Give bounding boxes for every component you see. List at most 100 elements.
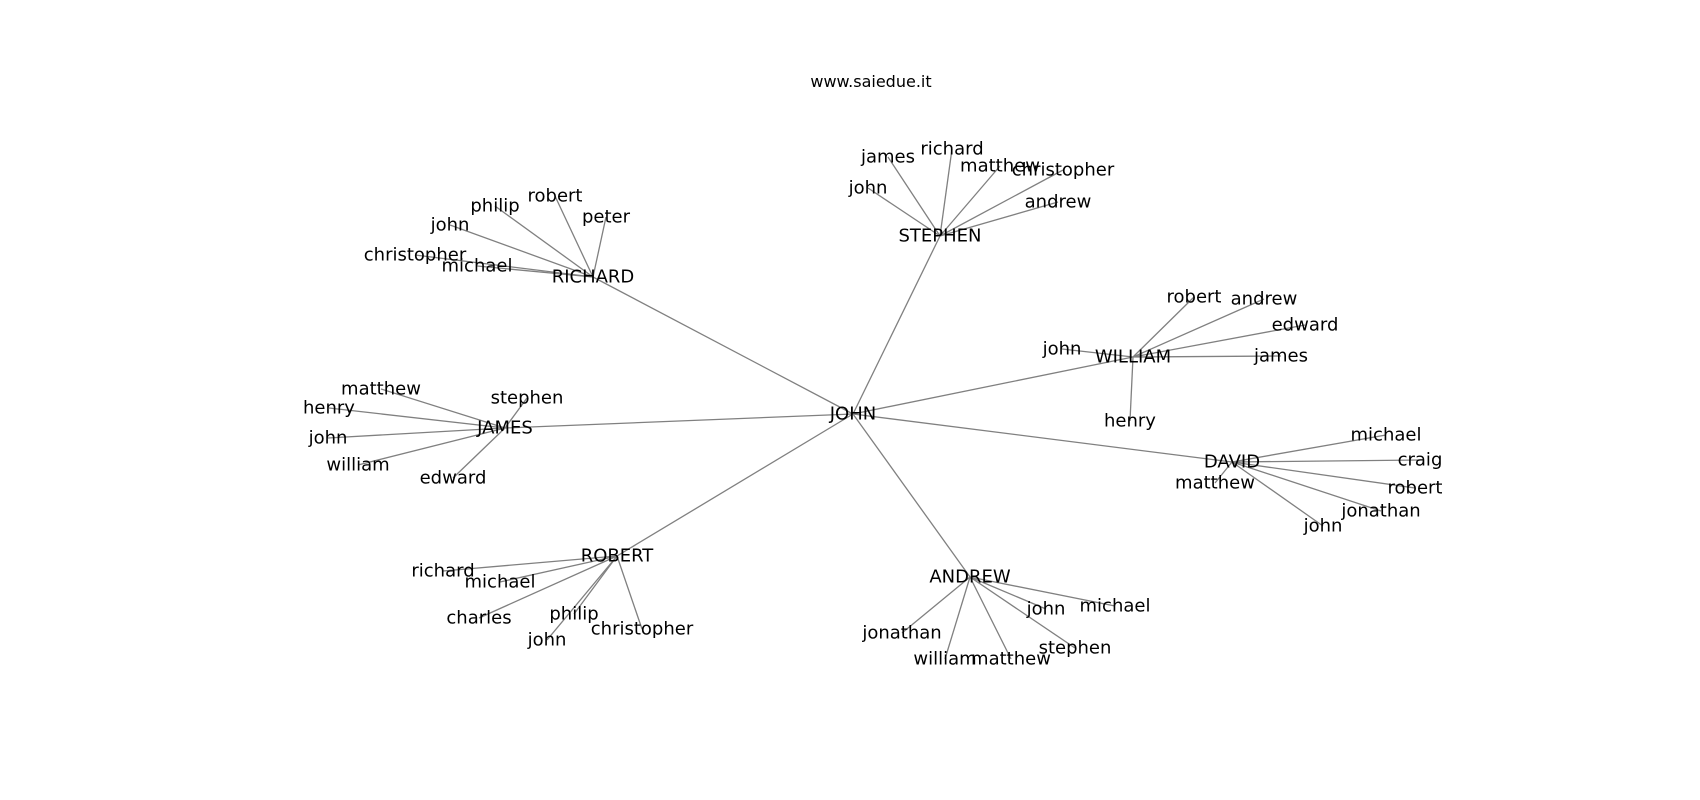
edge-robert-michael bbox=[499, 555, 618, 583]
edge-james-matthew bbox=[380, 388, 506, 429]
leaf-label-robert-philip: philip bbox=[549, 604, 598, 625]
page-title: www.saiedue.it bbox=[810, 72, 932, 91]
edge-stephen-andrew bbox=[939, 201, 1059, 237]
node-label-david: DAVID bbox=[1204, 452, 1260, 473]
leaf-label-david-robert: robert bbox=[1388, 478, 1443, 499]
node-label-stephen: STEPHEN bbox=[898, 226, 981, 247]
edge-root-andrew bbox=[852, 413, 971, 578]
leaf-label-richard-robert: robert bbox=[528, 186, 583, 207]
edge-william-james bbox=[1132, 355, 1282, 358]
edge-root-william bbox=[852, 356, 1134, 415]
leaf-label-james-john: john bbox=[308, 428, 348, 449]
edge-robert-philip bbox=[573, 555, 618, 615]
leaf-label-robert-john: john bbox=[527, 630, 567, 651]
leaf-label-james-william: william bbox=[326, 455, 389, 476]
leaf-label-stephen-christopher: christopher bbox=[1012, 160, 1115, 181]
edge-robert-charles bbox=[478, 555, 618, 619]
leaf-label-david-jonathan: jonathan bbox=[1340, 501, 1420, 522]
edge-andrew-jonathan bbox=[901, 576, 971, 634]
leaf-label-stephen-matthew: matthew bbox=[960, 156, 1040, 177]
edge-richard-robert bbox=[554, 195, 594, 278]
leaf-label-david-john: john bbox=[1303, 516, 1343, 537]
leaf-label-david-michael: michael bbox=[1351, 425, 1422, 446]
leaf-label-stephen-john: john bbox=[848, 178, 888, 199]
leaf-label-richard-john: john bbox=[430, 215, 470, 236]
leaf-label-william-andrew: andrew bbox=[1231, 289, 1298, 310]
leaf-label-david-matthew: matthew bbox=[1175, 473, 1255, 494]
leaf-label-richard-michael: michael bbox=[442, 256, 513, 277]
node-label-william: WILLIAM bbox=[1095, 347, 1171, 368]
edge-james-stephen bbox=[504, 397, 528, 429]
edge-richard-michael bbox=[476, 265, 594, 278]
edge-james-william bbox=[357, 427, 506, 466]
edge-andrew-stephen bbox=[969, 576, 1076, 649]
node-label-james: JAMES bbox=[476, 418, 533, 439]
leaf-label-robert-christopher: christopher bbox=[591, 619, 694, 640]
leaf-label-andrew-john: john bbox=[1026, 599, 1066, 620]
edge-william-robert bbox=[1132, 296, 1195, 358]
leaf-label-james-henry: henry bbox=[303, 398, 355, 419]
edge-andrew-michael bbox=[969, 576, 1116, 607]
edge-richard-john bbox=[449, 224, 594, 278]
leaf-label-andrew-matthew: matthew bbox=[971, 649, 1051, 670]
leaf-label-robert-richard: richard bbox=[411, 561, 474, 582]
edge-richard-christopher bbox=[414, 254, 594, 278]
node-label-andrew: ANDREW bbox=[929, 567, 1011, 588]
edge-stephen-matthew bbox=[939, 165, 1001, 237]
leaf-label-william-henry: henry bbox=[1104, 411, 1156, 432]
edge-root-robert bbox=[616, 413, 854, 557]
edge-andrew-matthew bbox=[969, 576, 1012, 660]
edge-stephen-christopher bbox=[939, 169, 1064, 237]
edge-william-andrew bbox=[1132, 298, 1265, 358]
node-label-richard: RICHARD bbox=[552, 267, 635, 288]
leaf-label-william-john: john bbox=[1042, 339, 1082, 360]
leaf-label-richard-philip: philip bbox=[470, 196, 519, 217]
edges-layer bbox=[327, 148, 1421, 660]
leaf-label-james-edward: edward bbox=[420, 468, 487, 489]
edge-william-henry bbox=[1129, 356, 1134, 422]
edge-andrew-william bbox=[944, 576, 971, 660]
edge-david-robert bbox=[1231, 461, 1416, 489]
leaf-label-william-james: james bbox=[1253, 346, 1308, 367]
leaf-label-william-robert: robert bbox=[1167, 287, 1222, 308]
node-label-robert: ROBERT bbox=[581, 546, 655, 567]
leaf-label-robert-michael: michael bbox=[465, 572, 536, 593]
edge-root-richard bbox=[592, 276, 854, 415]
edge-david-craig bbox=[1231, 459, 1421, 463]
leaf-label-james-matthew: matthew bbox=[341, 379, 421, 400]
leaf-label-william-edward: edward bbox=[1272, 315, 1339, 336]
leaf-label-stephen-richard: richard bbox=[920, 139, 983, 160]
edge-robert-christopher bbox=[616, 555, 643, 630]
leaf-label-andrew-stephen: stephen bbox=[1039, 638, 1112, 659]
edge-david-matthew bbox=[1214, 461, 1233, 484]
leaf-label-robert-charles: charles bbox=[446, 608, 511, 629]
leaf-label-richard-christopher: christopher bbox=[364, 245, 467, 266]
leaf-label-stephen-james: james bbox=[860, 147, 915, 168]
edge-root-david bbox=[852, 413, 1233, 463]
edge-david-jonathan bbox=[1231, 461, 1382, 512]
node-label-root: JOHN bbox=[829, 404, 876, 425]
edge-robert-john bbox=[546, 555, 618, 641]
leaf-label-richard-peter: peter bbox=[582, 207, 631, 228]
edge-root-james bbox=[504, 413, 854, 429]
edge-stephen-richard bbox=[939, 148, 953, 237]
edge-robert-richard bbox=[442, 555, 618, 572]
edge-stephen-james bbox=[887, 156, 941, 237]
leaf-label-james-stephen: stephen bbox=[491, 388, 564, 409]
edge-richard-philip bbox=[494, 205, 594, 278]
edge-james-edward bbox=[452, 427, 506, 479]
leaf-label-andrew-michael: michael bbox=[1080, 596, 1151, 617]
edge-richard-peter bbox=[592, 216, 607, 278]
edge-david-michael bbox=[1231, 434, 1387, 463]
edge-andrew-john bbox=[969, 576, 1047, 610]
edge-william-john bbox=[1061, 348, 1134, 358]
leaf-label-david-craig: craig bbox=[1398, 450, 1443, 471]
edge-james-henry bbox=[328, 407, 506, 429]
edge-james-john bbox=[327, 427, 506, 439]
edge-stephen-john bbox=[867, 187, 941, 237]
leaf-label-andrew-jonathan: jonathan bbox=[861, 623, 941, 644]
leaf-label-stephen-andrew: andrew bbox=[1025, 192, 1092, 213]
edge-david-john bbox=[1231, 461, 1324, 527]
edge-william-edward bbox=[1132, 324, 1306, 358]
